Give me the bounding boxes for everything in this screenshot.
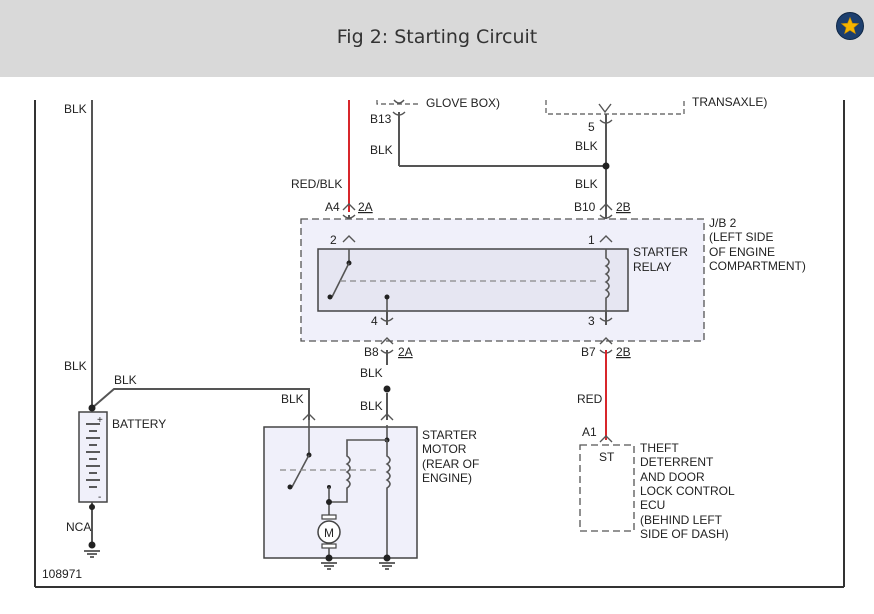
label-a4: A4 [325, 200, 340, 214]
starter-relay-box [317, 248, 629, 312]
label-b10: B10 [574, 200, 596, 214]
battery-minus: - [98, 492, 101, 503]
ground-icon [379, 562, 395, 570]
label-ecu-3: AND DOOR [640, 470, 705, 484]
motor-symbol-icon [317, 520, 341, 544]
label-b13: B13 [370, 112, 392, 126]
pull-in-coil [329, 439, 387, 503]
transaxle-label: TRANSAXLE) [692, 95, 767, 109]
label-blk-motor-top: BLK [281, 392, 304, 406]
label-ecu-4: LOCK CONTROL [640, 484, 735, 498]
label-relay-2: RELAY [633, 260, 671, 274]
label-b8-2a: 2A [398, 345, 413, 359]
label-ecu-6: (BEHIND LEFT [640, 513, 723, 527]
glove-box-partial: GLOVE BOX) [376, 96, 500, 110]
battery-symbol [78, 411, 108, 503]
relay-switch-contact [331, 262, 350, 298]
label-jb2-1: J/B 2 [709, 216, 737, 230]
label-blk-b8-bottom: BLK [360, 399, 383, 413]
starting-circuit-diagram: GLOVE BOX) TRANSAXLE) BLK BLK B13 BLK 5 … [34, 95, 845, 588]
label-motor-symbol: M [324, 526, 334, 540]
label-pin1: 1 [588, 233, 595, 247]
label-jb2-3: OF ENGINE [709, 245, 775, 259]
label-pin4: 4 [371, 314, 378, 328]
label-red-blk: RED/BLK [291, 177, 342, 191]
label-ecu-7: SIDE OF DASH) [640, 527, 729, 541]
label-pin5: 5 [588, 120, 595, 134]
connector-dot-b8 [383, 385, 391, 393]
label-relay-1: STARTER [633, 245, 688, 259]
label-pin2: 2 [330, 233, 337, 247]
label-motor-4: ENGINE) [422, 471, 472, 485]
label-blk-left-top: BLK [64, 102, 87, 116]
glove-box-label: GLOVE BOX) [426, 96, 500, 110]
starter-motor-box [263, 426, 418, 559]
label-a4-2a: 2A [358, 200, 373, 214]
label-a1: A1 [582, 425, 597, 439]
label-jb2-4: COMPARTMENT) [709, 259, 806, 273]
label-blk-left-mid: BLK [64, 359, 87, 373]
label-blk-b8-top: BLK [360, 366, 383, 380]
motor-switch-contact [291, 454, 310, 488]
label-b10-2b: 2B [616, 200, 631, 214]
header-bar: Fig 2: Starting Circuit [0, 0, 874, 77]
label-ecu-2: DETERRENT [640, 455, 714, 469]
figure-title: Fig 2: Starting Circuit [336, 26, 538, 48]
bookmark-button[interactable] [836, 12, 864, 40]
ground-icon [321, 562, 337, 570]
label-ecu-5: ECU [640, 498, 665, 512]
label-motor-2: MOTOR [422, 442, 467, 456]
label-b8: B8 [364, 345, 379, 359]
label-b7: B7 [581, 345, 596, 359]
star-icon [840, 16, 860, 35]
label-blk-pin5: BLK [575, 139, 598, 153]
label-ecu-1: THEFT [640, 441, 679, 455]
label-st: ST [599, 450, 615, 464]
label-b7-2b: 2B [616, 345, 631, 359]
hold-in-coil [385, 440, 391, 556]
label-motor-1: STARTER [422, 428, 477, 442]
wire-battery-to-motor [91, 388, 310, 420]
label-blk-batt-motor: BLK [114, 373, 137, 387]
label-blk-b13: BLK [370, 143, 393, 157]
label-jb2-2: (LEFT SIDE [709, 230, 773, 244]
label-motor-3: (REAR OF [422, 457, 479, 471]
transaxle-partial: TRANSAXLE) [545, 95, 767, 115]
battery-plus: + [97, 415, 103, 426]
label-pin3: 3 [588, 314, 595, 328]
relay-coil [604, 249, 610, 311]
theft-deterrent-ecu-box [579, 444, 635, 532]
splice-dot-top [602, 162, 610, 170]
label-red: RED [577, 392, 603, 406]
label-battery: BATTERY [112, 417, 166, 431]
label-blk-b10: BLK [575, 177, 598, 191]
label-nca: NCA [66, 520, 91, 534]
figure-id: 108971 [42, 567, 82, 581]
ground-icon [84, 550, 100, 558]
